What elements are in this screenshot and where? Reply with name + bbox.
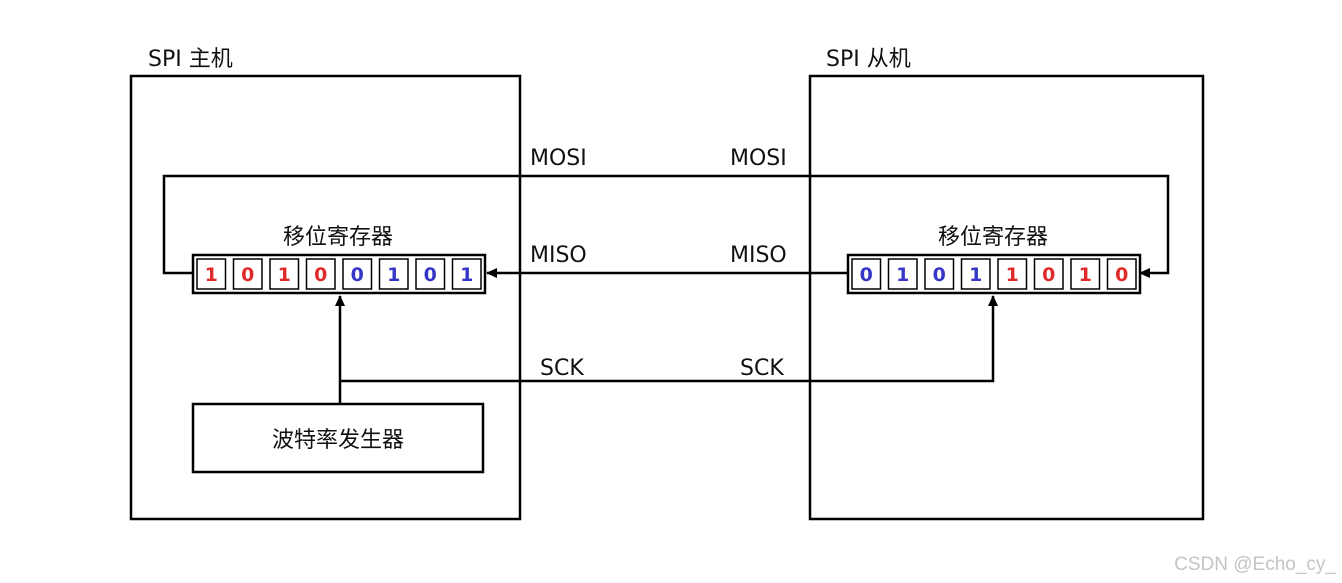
mosi-line [162,174,1170,278]
master-register-bit: 1 [278,264,291,286]
slave-register-cell [997,258,1028,290]
slave-register-bit: 1 [1006,264,1019,286]
miso-label-slave: MISO [730,243,787,268]
master-register-bit: 1 [460,264,473,286]
slave-register-bit: 1 [969,264,982,286]
slave-register-cell [887,258,918,290]
mosi-label-master: MOSI [530,146,587,171]
master-register-cell [342,258,373,290]
slave-register-label: 移位寄存器 [938,225,1048,250]
slave-register-bit: 0 [860,264,873,286]
slave-register-bit: 0 [1115,264,1128,286]
master-register-bit: 0 [314,264,327,286]
slave-box [808,74,1205,521]
slave-register-cell [1070,258,1101,290]
slave-register-cell [1106,258,1137,290]
slave-register-cell [851,258,882,290]
master-register-cell [269,258,300,290]
slave-register-cell [1033,258,1064,290]
slave-register-bit: 1 [1079,264,1092,286]
sck-line [340,295,998,383]
baud-generator-label: 波特率发生器 [272,428,404,453]
master-title: SPI 主机 [148,47,233,72]
master-register-label: 移位寄存器 [283,225,393,250]
sck-label-slave: SCK [740,356,784,381]
master-register-bit: 0 [424,264,437,286]
master-register-cell [232,258,263,290]
baud-generator-box [191,402,485,474]
master-register-cell [378,258,409,290]
master-register-cell [451,258,482,290]
master-register-cell [196,258,227,290]
master-register-bit: 0 [351,264,364,286]
master-register-cell [305,258,336,290]
slave-register-cell [960,258,991,290]
master-register-frame [191,253,487,295]
slave-shift-register: 0 1 0 1 1 0 1 0 [846,253,1142,295]
slave-register-bit: 0 [933,264,946,286]
slave-register-bit: 1 [896,264,909,286]
watermark: CSDN @Echo_cy_ [1174,554,1336,575]
miso-label-master: MISO [530,243,587,268]
master-register-bit: 1 [205,264,218,286]
master-register-bit: 1 [387,264,400,286]
master-register-cell [415,258,446,290]
master-register-bit: 0 [241,264,254,286]
sck-label-master: SCK [540,356,584,381]
master-box [129,74,522,521]
slave-register-cell [924,258,955,290]
slave-register-frame [846,253,1142,295]
mosi-label-slave: MOSI [730,146,787,171]
master-shift-register: 1 0 1 0 0 1 0 1 [191,253,487,295]
slave-register-bit: 0 [1042,264,1055,286]
slave-title: SPI 从机 [826,47,911,72]
